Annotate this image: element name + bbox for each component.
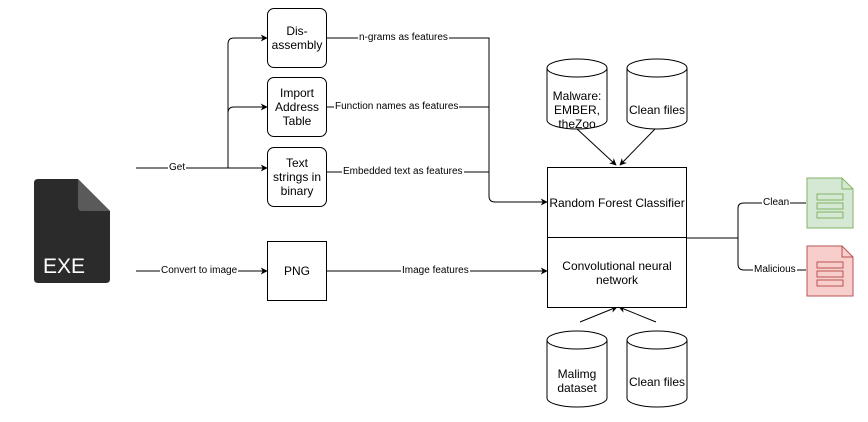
text-strings-box: Text strings in binary <box>267 147 327 207</box>
label-embedded-text: Embedded text as features <box>342 166 464 178</box>
random-forest-classifier-box: Random Forest Classifier <box>547 167 687 238</box>
label-malicious: Malicious <box>753 264 797 276</box>
edge-ds-malware <box>575 127 617 166</box>
clean-file-icon <box>806 177 854 229</box>
label-function-names: Function names as features <box>334 101 460 113</box>
png-box: PNG <box>267 241 327 301</box>
exe-label: EXE <box>43 255 85 278</box>
edge-malicious <box>737 238 806 271</box>
dataset-malimg-label: Malimg dataset <box>557 367 597 395</box>
edge-clean <box>737 202 806 238</box>
dataset-clean-bottom-label: Clean files <box>628 375 686 389</box>
cnn-classifier-box: Convolutional neural network <box>547 237 687 308</box>
dataset-clean-bottom-cylinder: Clean files <box>626 330 688 408</box>
label-clean: Clean <box>762 197 791 209</box>
label-image-features: Image features <box>401 265 470 277</box>
edge-to-disassembly <box>227 34 268 168</box>
edge-to-iat <box>227 103 268 168</box>
label-get: Get <box>168 162 187 174</box>
malicious-file-icon <box>806 245 854 297</box>
dataset-malware-cylinder: Malware: EMBER, theZoo <box>546 58 608 131</box>
disassembly-box: Dis- assembly <box>267 8 327 68</box>
label-ngrams: n-grams as features <box>358 32 449 44</box>
label-convert-to-image: Convert to image <box>160 265 239 277</box>
dataset-malware-label: Malware: EMBER, theZoo <box>552 89 602 131</box>
edge-ds-clean-top <box>619 127 657 166</box>
edge-ngrams <box>327 37 548 206</box>
dataset-malimg-cylinder: Malimg dataset <box>546 330 608 408</box>
dataset-clean-top-label: Clean files <box>628 103 686 117</box>
edge-ds-clean-bottom <box>618 306 657 323</box>
dataset-clean-top-cylinder: Clean files <box>626 58 688 130</box>
edge-ds-malimg <box>579 306 618 323</box>
import-address-table-box: Import Address Table <box>267 77 327 137</box>
exe-file-icon: EXE <box>34 179 110 283</box>
